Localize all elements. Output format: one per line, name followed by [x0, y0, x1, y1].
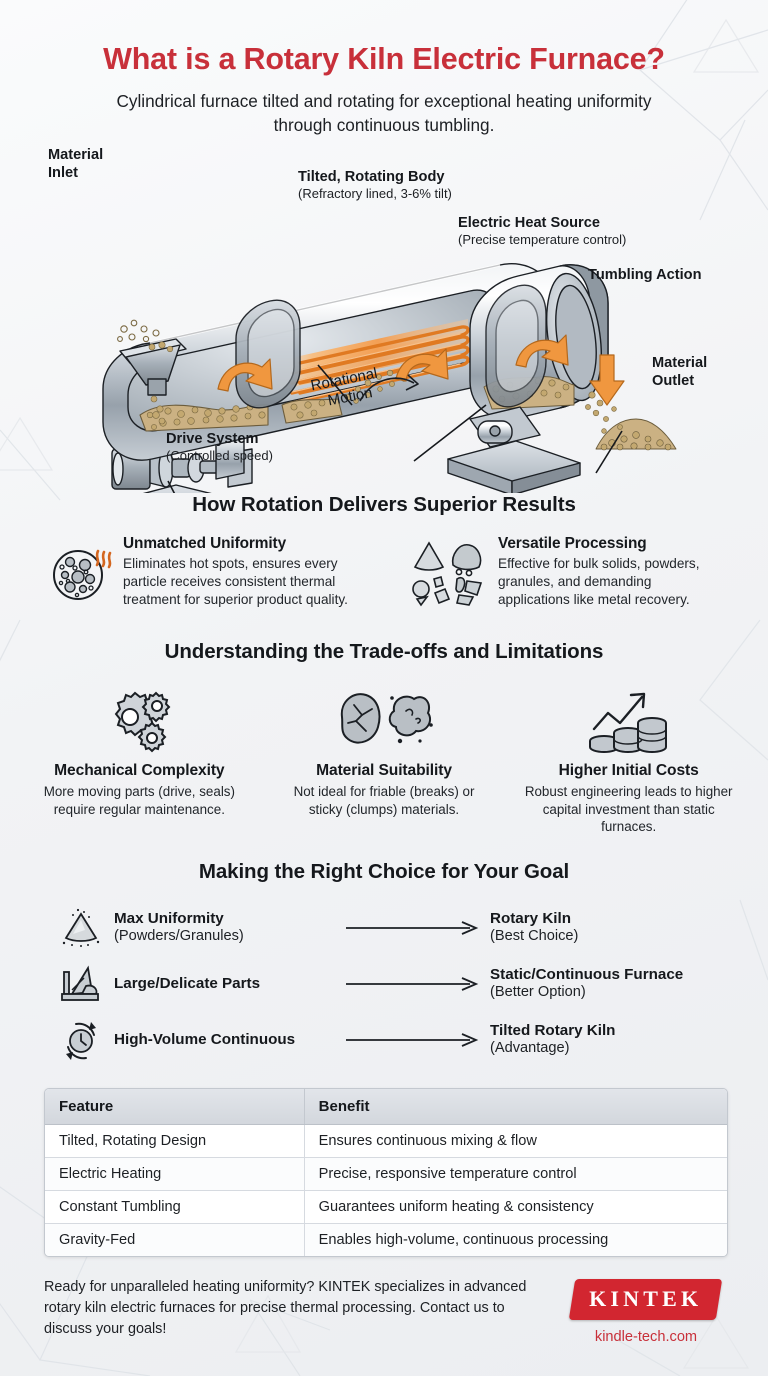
choice-list: Max Uniformity (Powders/Granules) Rotary…	[0, 900, 768, 1068]
tradeoffs-heading: Understanding the Trade-offs and Limitat…	[164, 639, 604, 663]
discharge-arrow	[589, 354, 625, 406]
kintek-logo: KINTEK	[569, 1279, 723, 1320]
tumbling-arrow-right	[515, 334, 569, 368]
table-header-row: Feature Benefit	[45, 1089, 727, 1125]
choice-goal: High-Volume Continuous	[106, 1031, 338, 1049]
table-cell-benefit: Precise, responsive temperature control	[304, 1157, 727, 1191]
choice-result: Rotary Kiln (Best Choice)	[490, 910, 768, 946]
footer: Ready for unparalleled heating uniformit…	[44, 1277, 732, 1345]
choice-goal: Max Uniformity (Powders/Granules)	[106, 910, 338, 946]
material-pile	[595, 418, 677, 451]
gears-icon	[100, 684, 178, 756]
heating-elements	[290, 325, 470, 405]
swirl-arrow	[359, 374, 419, 402]
benefit-body: Eliminates hot spots, ensures every part…	[123, 555, 348, 608]
choice-result-sub: (Advantage)	[490, 1040, 570, 1057]
large-part-icon	[58, 962, 106, 1006]
choice-result-sub: (Best Choice)	[490, 928, 579, 945]
choice-result-title: Tilted Rotary Kiln	[490, 1022, 616, 1040]
tradeoff-body: Robust engineering leads to higher capit…	[524, 783, 733, 835]
table-row: Gravity-Fed Enables high-volume, continu…	[45, 1223, 727, 1256]
table-cell-benefit: Ensures continuous mixing & flow	[304, 1124, 727, 1158]
table-cell-feature: Electric Heating	[45, 1157, 305, 1191]
table-cell-benefit: Enables high-volume, continuous processi…	[304, 1223, 727, 1256]
kiln-illustration-svg	[102, 263, 677, 493]
choice-goal-title: Large/Delicate Parts	[114, 974, 261, 992]
clock-cycle-icon	[58, 1017, 106, 1063]
rising-coins-icon	[586, 684, 672, 756]
header: What is a Rotary Kiln Electric Furnace? …	[0, 0, 768, 137]
page-subtitle: Cylindrical furnace tilted and rotating …	[116, 91, 652, 135]
table-row: Electric Heating Precise, responsive tem…	[45, 1157, 727, 1191]
table-cell-feature: Gravity-Fed	[45, 1223, 305, 1256]
footer-cta-text: Ready for unparalleled heating uniformit…	[44, 1279, 527, 1337]
benefit-title: Versatile Processing	[498, 534, 647, 552]
page-title: What is a Rotary Kiln Electric Furnace?	[103, 42, 665, 76]
tradeoff-item-material: Material Suitability Not ideal for friab…	[267, 684, 502, 836]
tradeoff-title: Material Suitability	[316, 761, 452, 779]
arrow-right-icon	[338, 1032, 490, 1048]
inlet-particles	[117, 319, 160, 343]
choice-goal-sub: (Powders/Granules)	[114, 928, 244, 945]
choice-result-sub: (Better Option)	[490, 984, 586, 1001]
feature-benefit-table: Feature Benefit Tilted, Rotating Design …	[44, 1088, 728, 1257]
label-rotating-body: Tilted, Rotating Body (Refractory lined,…	[298, 168, 452, 202]
tradeoff-item-complexity: Mechanical Complexity More moving parts …	[22, 684, 257, 836]
choice-row-large-parts: Large/Delicate Parts Static/Continuous F…	[0, 956, 768, 1012]
choice-goal: Large/Delicate Parts	[106, 975, 338, 993]
logo-text: KINTEK	[589, 1286, 703, 1311]
choice-heading: Making the Right Choice for Your Goal	[198, 860, 570, 883]
brand-block: KINTEK kindle-tech.com	[560, 1277, 732, 1345]
label-drive-system: Drive System (Controlled speed)	[166, 430, 273, 464]
arrow-right-icon	[338, 920, 490, 936]
website-url[interactable]: kindle-tech.com	[594, 1329, 698, 1345]
kiln-base-left	[142, 484, 212, 493]
choice-goal-title: High-Volume Continuous	[114, 1030, 296, 1048]
benefits-list: Unmatched Uniformity Eliminates hot spot…	[50, 535, 724, 612]
table-row: Tilted, Rotating Design Ensures continuo…	[45, 1124, 727, 1158]
tradeoff-title: Higher Initial Costs	[558, 761, 699, 779]
tradeoff-title: Mechanical Complexity	[54, 761, 225, 779]
material-bed	[139, 398, 343, 432]
choice-result: Tilted Rotary Kiln (Advantage)	[490, 1022, 768, 1058]
powder-pile-icon	[58, 906, 106, 950]
benefits-heading: How Rotation Delivers Superior Results	[192, 492, 576, 516]
benefit-item-versatile: Versatile Processing Effective for bulk …	[409, 535, 724, 612]
table-cell-benefit: Guarantees uniform heating & consistency	[304, 1190, 727, 1224]
tradeoff-body: Not ideal for friable (breaks) or sticky…	[293, 783, 475, 817]
choice-goal-title: Max Uniformity	[114, 910, 224, 928]
tumbling-arrow-left	[217, 358, 273, 392]
label-material-outlet: Material Outlet	[652, 354, 708, 389]
discharge-drum	[469, 264, 609, 420]
support-right	[447, 406, 581, 493]
benefit-body: Effective for bulk solids, powders, gran…	[498, 555, 700, 608]
leader-lines	[167, 364, 623, 493]
choice-row-uniformity: Max Uniformity (Powders/Granules) Rotary…	[0, 900, 768, 956]
table-cell-feature: Constant Tumbling	[45, 1190, 305, 1224]
tradeoff-body: More moving parts (drive, seals) require…	[43, 783, 235, 817]
choice-result-title: Rotary Kiln	[490, 910, 572, 928]
choice-row-high-volume: High-Volume Continuous Tilted Rotary Kil…	[0, 1012, 768, 1068]
benefit-title: Unmatched Uniformity	[123, 534, 287, 552]
rotary-kiln-diagram: Material Inlet Tilted, Rotating Body (Re…	[0, 143, 768, 493]
choice-result-title: Static/Continuous Furnace	[490, 966, 684, 984]
table-col-feature: Feature	[45, 1089, 305, 1125]
tumbling-arrow-mid	[395, 348, 449, 382]
table-row: Constant Tumbling Guarantees uniform hea…	[45, 1190, 727, 1224]
arrow-right-icon	[338, 976, 490, 992]
material-inlet-hopper	[119, 338, 187, 396]
heated-particles-icon	[50, 535, 112, 608]
cracked-rock-icon	[332, 684, 436, 756]
label-material-inlet: Material Inlet	[48, 146, 104, 181]
table-cell-feature: Tilted, Rotating Design	[45, 1124, 305, 1158]
bulk-materials-icon	[409, 535, 487, 612]
label-tumbling-action: Tumbling Action	[588, 266, 702, 283]
benefit-item-uniformity: Unmatched Uniformity Eliminates hot spot…	[50, 535, 365, 612]
choice-result: Static/Continuous Furnace (Better Option…	[490, 966, 768, 1002]
label-electric-heat-source: Electric Heat Source (Precise temperatur…	[458, 214, 627, 248]
tradeoff-item-cost: Higher Initial Costs Robust engineering …	[511, 684, 746, 836]
tradeoffs-list: Mechanical Complexity More moving parts …	[22, 684, 746, 836]
table-col-benefit: Benefit	[304, 1089, 727, 1125]
riding-rings	[235, 299, 301, 409]
